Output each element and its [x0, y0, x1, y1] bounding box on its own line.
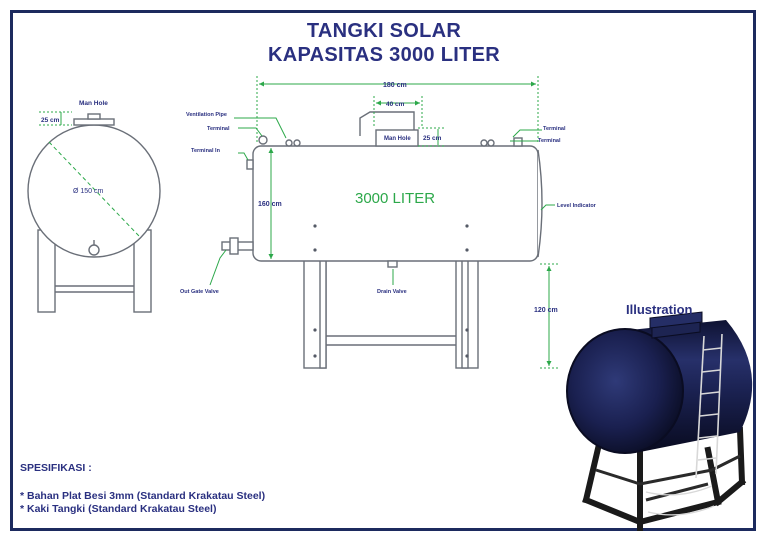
illustration-ladder — [695, 333, 723, 479]
front-manhole-lid — [359, 111, 415, 136]
illustration-label: Illustration — [626, 302, 693, 317]
length-label: 180 cm — [383, 82, 407, 89]
side-manhole-label: Man Hole — [79, 100, 108, 107]
side-manhole-height-label: 25 cm — [41, 117, 60, 124]
front-vent-pipe — [285, 139, 293, 147]
diagram-frame — [10, 10, 756, 531]
front-terminal-right — [480, 139, 488, 147]
side-valve — [88, 244, 100, 256]
level-indicator-label: Level Indicator — [557, 203, 597, 209]
terminal-left-label: Terminal — [207, 126, 230, 132]
terminal-right-label-1: Terminal — [543, 126, 566, 132]
diagram-subtitle: KAPASITAS 3000 LITER — [268, 44, 500, 66]
leg-bolts — [313, 224, 469, 358]
front-manhole — [375, 129, 419, 147]
spec-item-1: * Bahan Plat Besi 3mm (Standard Krakatau… — [20, 490, 266, 502]
front-tank-endcap — [537, 149, 543, 258]
diagram-title: TANGKI SOLAR — [306, 20, 462, 42]
side-manhole — [73, 118, 115, 126]
drain-valve-label: Drain Valve — [377, 289, 407, 295]
tank-height-label: 160 cm — [258, 201, 282, 208]
capacity-label: 3000 LITER — [355, 190, 435, 207]
illustration-endcap — [566, 328, 684, 454]
front-terminal-left — [258, 135, 268, 145]
terminal-in-label: Terminal In — [191, 148, 221, 154]
spec-heading: SPESIFIKASI : — [20, 462, 92, 474]
tank-illustration — [566, 311, 753, 531]
side-view — [27, 113, 161, 313]
side-diameter-label: Ø 150 cm — [73, 188, 104, 195]
side-diameter-line — [48, 141, 140, 237]
spec-item-2: * Kaki Tangki (Standard Krakatau Steel) — [20, 503, 217, 515]
terminal-right-label-2: Terminal — [538, 138, 561, 144]
front-terminal-in — [246, 159, 254, 170]
manhole-width-label: 40 cm — [386, 101, 405, 108]
out-gate-valve-label: Out Gate Valve — [180, 289, 219, 295]
ventilation-pipe-label: Ventilation Pipe — [186, 112, 227, 118]
leg-height-label: 120 cm — [534, 307, 558, 314]
front-dimensions — [209, 76, 560, 369]
front-drain-valve — [387, 260, 398, 268]
front-manhole-label: Man Hole — [384, 136, 411, 142]
manhole-height-label: 25 cm — [423, 135, 442, 142]
